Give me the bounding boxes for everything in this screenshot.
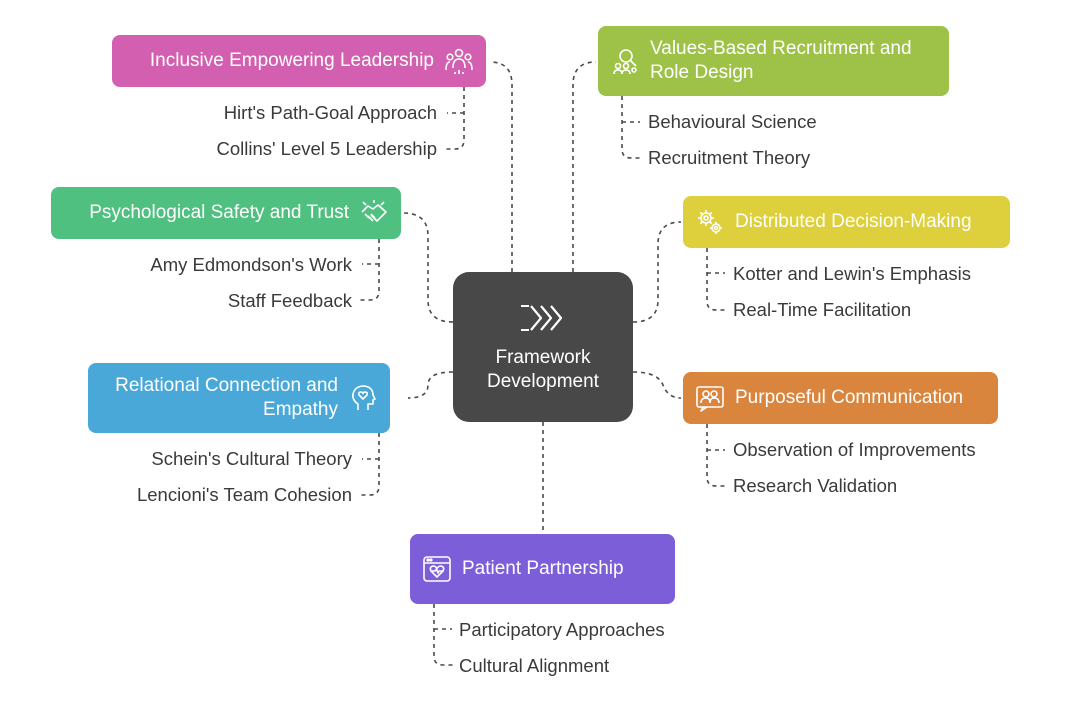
node-distributed-decision: Distributed Decision-Making [683,196,1010,248]
connector-distributed-leaves [706,248,726,311]
leaf-kotter-lewin: Kotter and Lewin's Emphasis [733,263,971,284]
node-values-recruitment: Values-Based Recruitment and Role Design [598,26,949,96]
leaf-staff-feedback: Staff Feedback [227,290,352,311]
node-psychological-safety: Psychological Safety and Trust [51,187,401,239]
node-label: Inclusive Empowering Leadership [149,50,434,71]
connector-inclusive-leaves [445,87,465,150]
connector-center-inclusive [489,61,513,272]
connector-center-purposeful [632,371,682,399]
chevrons-right-icon [521,305,563,331]
leaf-research-validation: Research Validation [733,475,898,496]
connector-patient-leaves [433,604,453,666]
leaf-collins-level5: Collins' Level 5 Leadership [216,138,437,159]
leaf-recruitment-theory: Recruitment Theory [648,147,811,168]
node-label: Distributed Decision-Making [735,211,972,232]
connector-values-leaves [621,96,641,159]
leaf-hirt-path-goal: Hirt's Path-Goal Approach [223,102,437,123]
connector-center-psych [402,212,454,323]
leaf-edmondson: Amy Edmondson's Work [150,254,352,275]
connector-center-relational [407,371,454,399]
heart-head-icon [352,385,376,410]
node-relational-connection: Relational Connection and Empathy [88,363,390,433]
leaf-schein: Schein's Cultural Theory [151,448,352,469]
leaf-cultural-alignment: Cultural Alignment [459,655,610,676]
node-purposeful-communication: Purposeful Communication [683,372,998,424]
leaf-real-time-facilitation: Real-Time Facilitation [733,299,912,320]
gears-icon [698,210,722,234]
recruitment-icon [613,49,637,75]
node-label: Values-Based Recruitment and Role Design [650,38,912,83]
connector-center-values [572,61,597,272]
connector-relational-leaves [360,433,380,496]
node-patient-partnership: Patient Partnership [410,534,675,604]
communication-icon [696,386,724,412]
leaf-behavioural-science: Behavioural Science [648,111,817,132]
node-inclusive-leadership: Inclusive Empowering Leadership [112,35,486,87]
connector-center-distributed [632,221,682,323]
node-label: Psychological Safety and Trust [89,202,349,223]
center-node: Framework Development [453,272,633,422]
connector-purposeful-leaves [706,424,726,487]
connector-psych-leaves [360,239,380,301]
leaf-participatory-approaches: Participatory Approaches [459,619,665,640]
node-label: Purposeful Communication [735,387,964,408]
people-group-icon [445,48,473,74]
leaf-lencioni: Lencioni's Team Cohesion [136,484,352,505]
heart-window-icon [423,556,451,582]
node-label: Patient Partnership [462,558,624,579]
center-title: Framework Development [487,347,599,392]
handshake-icon [361,200,387,222]
node-label: Relational Connection and Empathy [115,375,338,420]
leaf-observation-improvements: Observation of Improvements [733,439,976,460]
